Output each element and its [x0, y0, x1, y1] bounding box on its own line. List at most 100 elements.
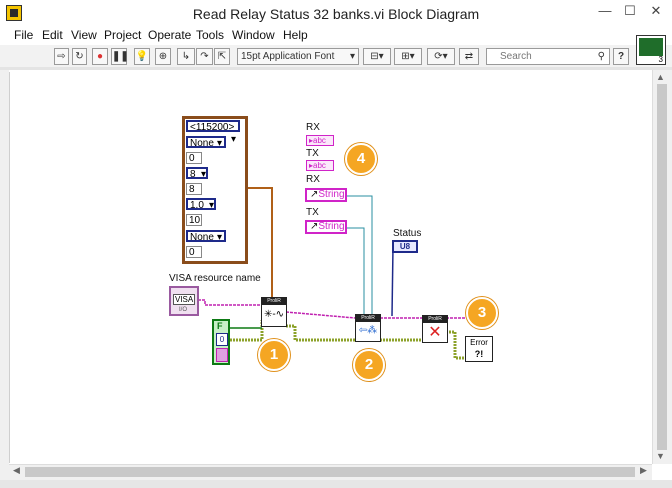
reference-arrow-icon: ↗ [310, 221, 319, 232]
retain-wire-values-icon[interactable]: ⊕ [155, 48, 171, 65]
block-diagram-canvas[interactable] [9, 72, 661, 463]
font-select[interactable]: 15pt Application Font ▾ [237, 48, 359, 65]
menu-window[interactable]: Window [232, 28, 275, 42]
boolean-label: F [217, 321, 223, 331]
configure-serial-vi[interactable]: ProliR ✳-∿ [261, 297, 287, 327]
flow-control-ring[interactable]: None ▾ [186, 230, 226, 243]
rx-label-top: RX [306, 122, 320, 133]
boolean-value: 0 [216, 333, 228, 346]
align-objects-icon[interactable]: ⊟▾ [363, 48, 391, 65]
scroll-up-icon[interactable]: ▲ [656, 72, 665, 82]
rx-string-wire [346, 195, 373, 316]
boolean-swatch [216, 348, 228, 362]
tx-string-wire [346, 227, 365, 316]
tx-string-indicator[interactable]: ↗String [305, 220, 347, 234]
status-label: Status [393, 228, 422, 239]
rx-label: RX [306, 174, 320, 185]
menu-bar [0, 27, 672, 45]
chevron-down-icon: ▾ [216, 232, 222, 243]
run-arrow-icon[interactable]: ⇨ [54, 48, 69, 65]
stop-bits-ring[interactable]: 1.0 ▾ [186, 198, 216, 211]
context-help-icon[interactable]: ? [613, 48, 629, 65]
vi-icon[interactable]: 3 [636, 35, 666, 65]
tx-label-top: TX [306, 148, 319, 159]
visa-wire [198, 299, 465, 319]
reorder-icon[interactable]: ⟳▾ [427, 48, 455, 65]
close-serial-vi[interactable]: ProliR ✕ [422, 315, 448, 343]
read-relay-status-vi[interactable]: ProliR ⇦⁂ [355, 314, 381, 342]
data-bits-value: 8 [190, 169, 196, 180]
vi-header: ProliR [262, 298, 286, 305]
visa-io-text: I/O [179, 307, 188, 313]
scroll-right-icon[interactable]: ▶ [640, 465, 647, 475]
step-into-icon[interactable]: ↳ [177, 48, 195, 65]
scroll-left-icon[interactable]: ◀ [13, 465, 20, 475]
cluster-num-field[interactable]: 0 [186, 246, 202, 258]
menu-project[interactable]: Project [104, 28, 142, 42]
maximize-button[interactable]: ☐ [624, 3, 636, 18]
error-text: Error [470, 338, 488, 347]
chevron-down-icon: ▾ [349, 51, 355, 62]
cluster-wire [248, 187, 273, 298]
font-select-label: 15pt Application Font [241, 51, 335, 62]
tx-label: TX [306, 207, 319, 218]
highlight-execution-icon[interactable]: 💡 [134, 48, 150, 65]
menu-file[interactable]: File [14, 28, 34, 42]
horizontal-scroll-thumb[interactable] [25, 467, 635, 477]
rx-string-indicator[interactable]: ↗String [305, 188, 347, 202]
vertical-scroll-thumb[interactable] [657, 84, 667, 450]
minimize-button[interactable]: — [598, 3, 612, 18]
window-title: Read Relay Status 32 banks.vi Block Diag… [192, 6, 480, 22]
abc-text: abc [313, 136, 326, 145]
chevron-down-icon: ▾ [216, 138, 222, 149]
status-wire [391, 246, 394, 317]
distribute-objects-icon[interactable]: ⊞▾ [394, 48, 422, 65]
tx-abc-constant[interactable]: ▸abc [306, 160, 334, 171]
chevron-down-icon: ▾ [230, 134, 236, 145]
step-out-icon[interactable]: ⇱ [214, 48, 230, 65]
abort-icon[interactable]: ● [92, 48, 108, 65]
run-continuously-icon[interactable]: ↻ [72, 48, 87, 65]
callout-badge-1: 1 [258, 339, 290, 371]
baud-rate-ring[interactable]: <115200> ▾ [186, 120, 240, 145]
callout-badge-4: 4 [345, 143, 377, 175]
parity-value: None [190, 138, 214, 149]
cluster-num-field[interactable]: 8 [186, 183, 202, 195]
status-indicator[interactable]: U8 [392, 240, 418, 253]
parity-ring[interactable]: None ▾ [186, 136, 226, 149]
labview-app-icon[interactable] [6, 5, 22, 21]
callout-badge-3: 3 [466, 297, 498, 329]
string-text: String [318, 189, 345, 200]
menu-help[interactable]: Help [283, 28, 308, 42]
menu-view[interactable]: View [71, 28, 97, 42]
data-bits-ring[interactable]: 8 ▾ [186, 167, 208, 180]
menu-tools[interactable]: Tools [196, 28, 225, 42]
menu-edit[interactable]: Edit [42, 28, 63, 42]
error-wire [226, 320, 465, 360]
scroll-down-icon[interactable]: ▼ [656, 451, 665, 461]
visa-resource-control[interactable]: VISA I/O [169, 286, 199, 316]
configure-icon: ✳-∿ [263, 309, 285, 320]
close-button[interactable]: ✕ [650, 3, 662, 18]
cleanup-diagram-icon[interactable]: ⇄ [459, 48, 479, 65]
chevron-down-icon: ▾ [208, 200, 214, 211]
rx-abc-constant[interactable]: ▸abc [306, 135, 334, 146]
step-over-icon[interactable]: ↷ [196, 48, 213, 65]
menu-operate[interactable]: Operate [148, 28, 192, 42]
search-placeholder: Search [500, 51, 532, 62]
cluster-num-field[interactable]: 0 [186, 152, 202, 164]
chevron-down-icon: ▾ [200, 169, 206, 180]
close-x-icon: ✕ [428, 324, 442, 341]
toolbar-separator [0, 67, 672, 70]
pause-icon[interactable]: ❚❚ [111, 48, 129, 65]
stop-bits-value: 1.0 [190, 200, 204, 211]
search-box[interactable]: Search ⚲ [486, 48, 610, 65]
error-glyph-icon: ?! [474, 349, 484, 359]
abc-text: abc [313, 161, 326, 170]
simple-error-handler[interactable]: Error ?! [465, 336, 493, 362]
left-strip [0, 70, 9, 488]
cluster-num-field[interactable]: 10 [186, 214, 202, 226]
string-text: String [318, 221, 345, 232]
boolean-constant[interactable]: F 0 [212, 319, 230, 365]
